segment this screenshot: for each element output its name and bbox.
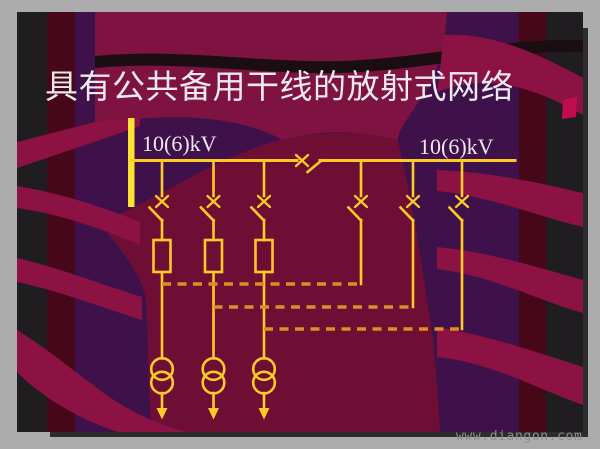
swirl-stripe-left-0 bbox=[17, 118, 140, 168]
accent-square-icon bbox=[562, 97, 577, 119]
tie-switch-cross-icon bbox=[294, 153, 310, 168]
switch-cross-icon bbox=[154, 194, 170, 209]
switch-blade-icon bbox=[147, 205, 164, 223]
slide-shadow-bottom bbox=[50, 432, 588, 437]
feeder-left-2 bbox=[199, 160, 226, 420]
swirl-stripe-right-2 bbox=[437, 247, 583, 313]
tie-switch-blade-icon bbox=[305, 158, 324, 174]
switch-blade-icon bbox=[199, 205, 216, 223]
switch-cross-icon bbox=[353, 194, 369, 209]
feeder-right-2 bbox=[398, 160, 421, 309]
switch-cross-icon bbox=[454, 194, 470, 209]
feeder-right-1 bbox=[346, 160, 369, 286]
switch-blade-icon bbox=[398, 205, 415, 223]
feeder-left-1 bbox=[147, 160, 175, 420]
switch-blade-icon bbox=[346, 205, 363, 223]
swirl-swoosh-top-right bbox=[437, 34, 583, 115]
swirl-stripe-right-1 bbox=[437, 170, 583, 227]
slide-shadow-right bbox=[583, 28, 588, 437]
swirl-stripe-right-3 bbox=[437, 327, 583, 405]
slide-title: 具有公共备用干线的放射式网络 bbox=[45, 69, 514, 106]
swirl-top-block bbox=[95, 12, 447, 140]
swirl-stripe-left-2 bbox=[17, 258, 142, 320]
swirl-dark-wave bbox=[95, 39, 583, 74]
switch-cross-icon bbox=[256, 194, 272, 209]
switch-cross-icon bbox=[206, 194, 221, 209]
swirl-arc-bottom-left bbox=[17, 330, 188, 432]
watermark: www.diangon.com bbox=[456, 429, 582, 444]
bus-voltage-label-right: 10(6)kV bbox=[419, 134, 494, 159]
main-trunk bbox=[128, 118, 517, 207]
busbar-icon bbox=[128, 118, 135, 207]
switch-blade-icon bbox=[249, 205, 266, 223]
load-arrow-icon bbox=[208, 408, 219, 420]
feeder-right-3 bbox=[447, 160, 470, 331]
switch-cross-icon bbox=[405, 194, 421, 209]
feeder-left-3 bbox=[249, 160, 277, 420]
load-arrow-icon bbox=[258, 408, 270, 420]
swirl-stripe-left-1 bbox=[17, 186, 140, 245]
switch-blade-icon bbox=[447, 205, 464, 223]
bus-voltage-label-left: 10(6)kV bbox=[142, 131, 217, 156]
load-arrow-icon bbox=[156, 408, 168, 420]
single-line-diagram: 10(6)kV 10(6)kV bbox=[128, 118, 517, 420]
